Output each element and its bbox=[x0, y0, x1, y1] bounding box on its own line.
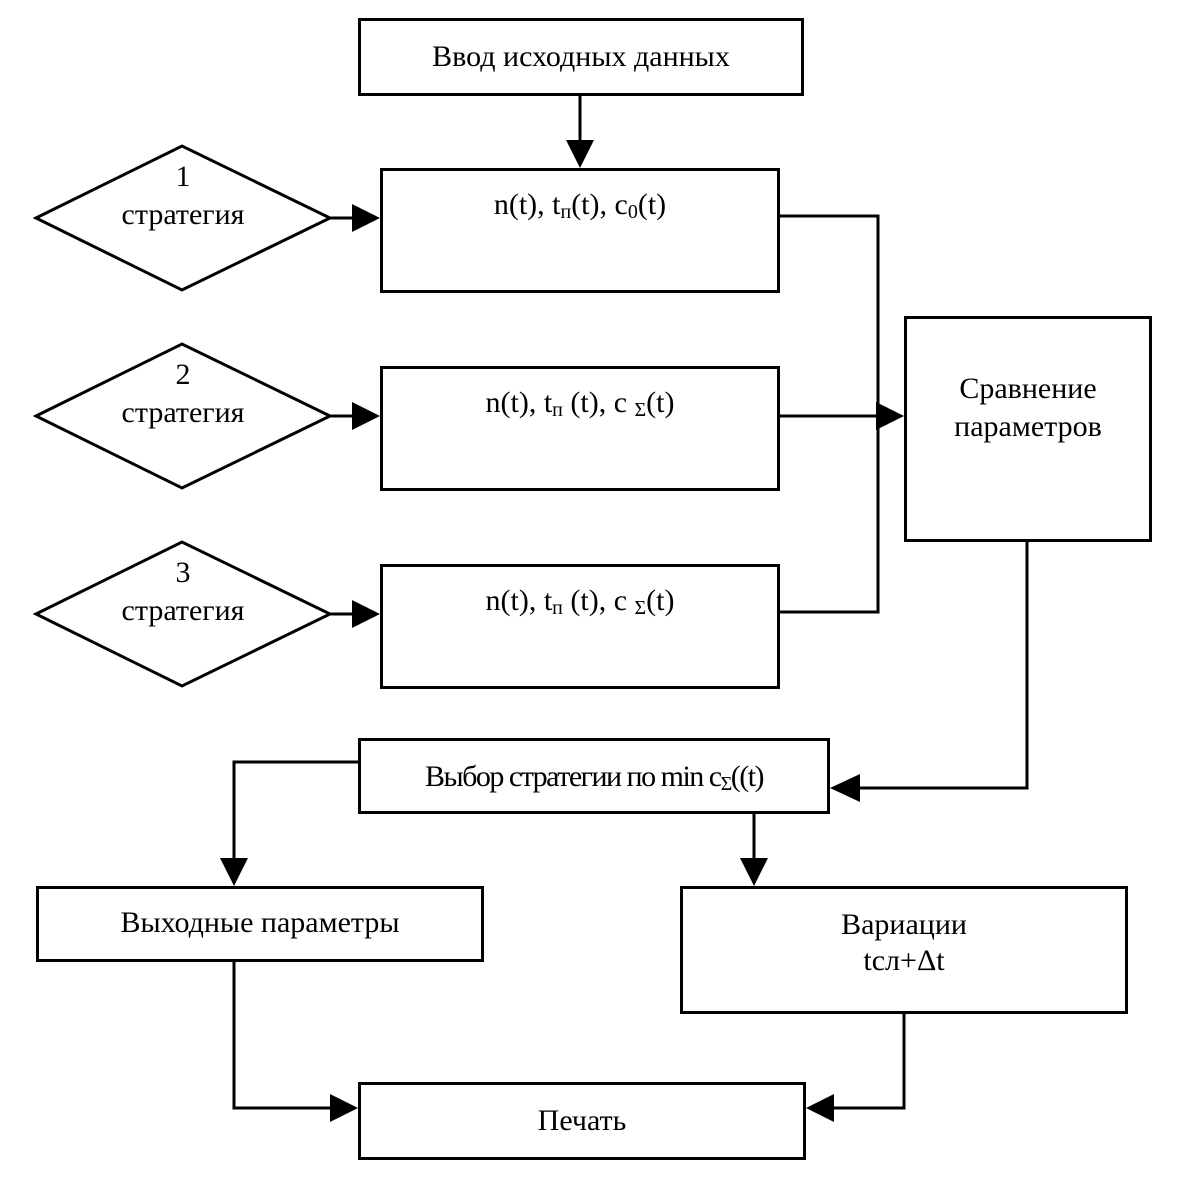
input-data-label: Ввод исходных данных bbox=[432, 40, 730, 73]
strategy-1-params-box: n(t), tп(t), c0(t) bbox=[380, 168, 780, 293]
select-strategy-box: Выбор стратегии по min cΣ((t) bbox=[358, 738, 830, 814]
compare-line1: Сравнение bbox=[959, 372, 1097, 405]
strategy-3-params-box: n(t), tп (t), c Σ(t) bbox=[380, 564, 780, 689]
strategy-3-word: стратегия bbox=[121, 594, 245, 627]
strategy-1-formula: n(t), tп(t), c0(t) bbox=[493, 188, 667, 223]
strategy-1-word: стратегия bbox=[121, 198, 245, 231]
strategy-2-word: стратегия bbox=[121, 396, 245, 429]
strategy-2-number: 2 bbox=[175, 358, 191, 391]
variation-line2: tсл+Δt bbox=[863, 944, 945, 977]
strategy-2-formula: n(t), tп (t), c Σ(t) bbox=[485, 386, 675, 421]
print-label: Печать bbox=[537, 1104, 627, 1137]
variation-box: Вариации tсл+Δt bbox=[680, 886, 1128, 1014]
strategy-1-label: 1 стратегия bbox=[93, 158, 273, 234]
compare-line2: параметров bbox=[954, 410, 1102, 443]
output-params-label: Выходные параметры bbox=[120, 906, 400, 939]
strategy-1-number: 1 bbox=[175, 160, 191, 193]
select-strategy-label: Выбор стратегии по min cΣ((t) bbox=[424, 760, 765, 795]
strategy-3-formula: n(t), tп (t), c Σ(t) bbox=[485, 584, 675, 619]
strategy-2-label: 2 стратегия bbox=[93, 356, 273, 432]
strategy-3-label: 3 стратегия bbox=[93, 554, 273, 630]
strategy-2-params-box: n(t), tп (t), c Σ(t) bbox=[380, 366, 780, 491]
print-box: Печать bbox=[358, 1082, 806, 1160]
variation-line1: Вариации bbox=[841, 908, 967, 941]
compare-params-box: Сравнение параметров bbox=[904, 316, 1152, 542]
strategy-3-number: 3 bbox=[175, 556, 191, 589]
input-data-box: Ввод исходных данных bbox=[358, 18, 804, 96]
output-params-box: Выходные параметры bbox=[36, 886, 484, 962]
